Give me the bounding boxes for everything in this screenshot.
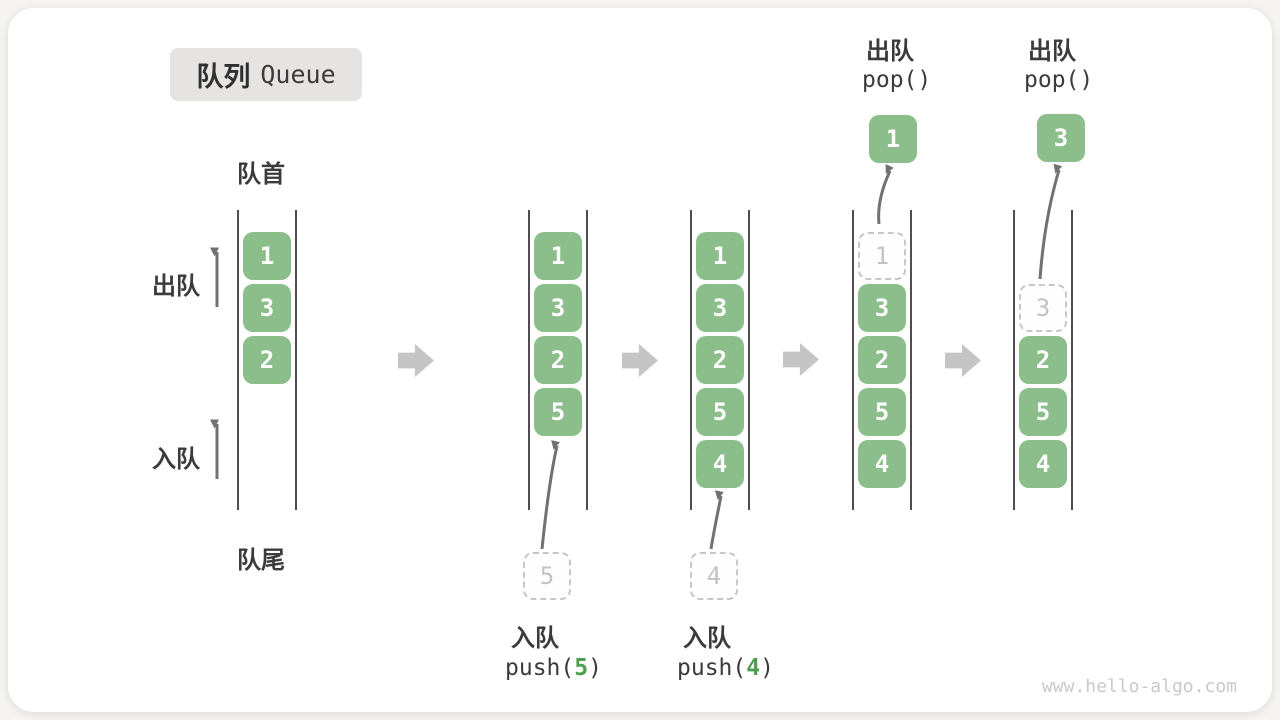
pop1-label: 出队 [866, 38, 914, 65]
queue4-cell: 2 [858, 336, 906, 384]
push5-label: 入队 [511, 625, 559, 652]
title-badge: 队列 Queue [170, 48, 362, 101]
push5-arg: 5 [574, 655, 589, 681]
label-enqueue-left: 入队 [152, 446, 200, 473]
queue4-cell: 3 [858, 284, 906, 332]
label-queue-front: 队首 [237, 161, 285, 188]
queue5-popped-cell: 3 [1037, 114, 1085, 162]
queue4-removed-ghost: 1 [858, 232, 906, 280]
queue4-cell: 4 [858, 440, 906, 488]
push4-close: ) [760, 655, 774, 681]
push5-code: push(5) [505, 655, 602, 681]
title-en: Queue [260, 60, 336, 89]
queue2-cell: 3 [534, 284, 582, 332]
queue2-cell: 2 [534, 336, 582, 384]
queue2-cell: 1 [534, 232, 582, 280]
queue1-cell: 1 [243, 232, 291, 280]
queue3-cell: 2 [696, 336, 744, 384]
push4-fn: push( [677, 655, 747, 681]
queue2-cell: 5 [534, 388, 582, 436]
push5-close: ) [588, 655, 602, 681]
push5-pending-cell: 5 [523, 552, 571, 600]
push5-fn: push( [505, 655, 575, 681]
pop1-code: pop() [862, 67, 932, 93]
label-queue-rear: 队尾 [237, 547, 285, 574]
label-dequeue-left: 出队 [152, 273, 200, 300]
title-zh: 队列 [196, 62, 251, 92]
queue-rails-4 [852, 210, 912, 510]
queue-rails-3 [690, 210, 750, 510]
pop2-label: 出队 [1028, 38, 1076, 65]
queue5-cell: 2 [1019, 336, 1067, 384]
queue-rails-1 [237, 210, 297, 510]
queue3-cell: 1 [696, 232, 744, 280]
watermark: www.hello-algo.com [1041, 676, 1237, 697]
push4-label: 入队 [683, 625, 731, 652]
queue-rails-5 [1013, 210, 1073, 510]
push4-pending-cell: 4 [690, 552, 738, 600]
queue5-removed-ghost: 3 [1019, 284, 1067, 332]
queue5-cell: 5 [1019, 388, 1067, 436]
queue-rails-2 [528, 210, 588, 510]
queue4-cell: 5 [858, 388, 906, 436]
queue4-popped-cell: 1 [869, 115, 917, 163]
queue3-cell: 5 [696, 388, 744, 436]
queue3-cell: 4 [696, 440, 744, 488]
queue1-cell: 2 [243, 336, 291, 384]
pop2-code: pop() [1024, 67, 1094, 93]
push4-code: push(4) [677, 655, 774, 681]
push4-arg: 4 [746, 655, 761, 681]
queue5-cell: 4 [1019, 440, 1067, 488]
queue3-cell: 3 [696, 284, 744, 332]
queue1-cell: 3 [243, 284, 291, 332]
